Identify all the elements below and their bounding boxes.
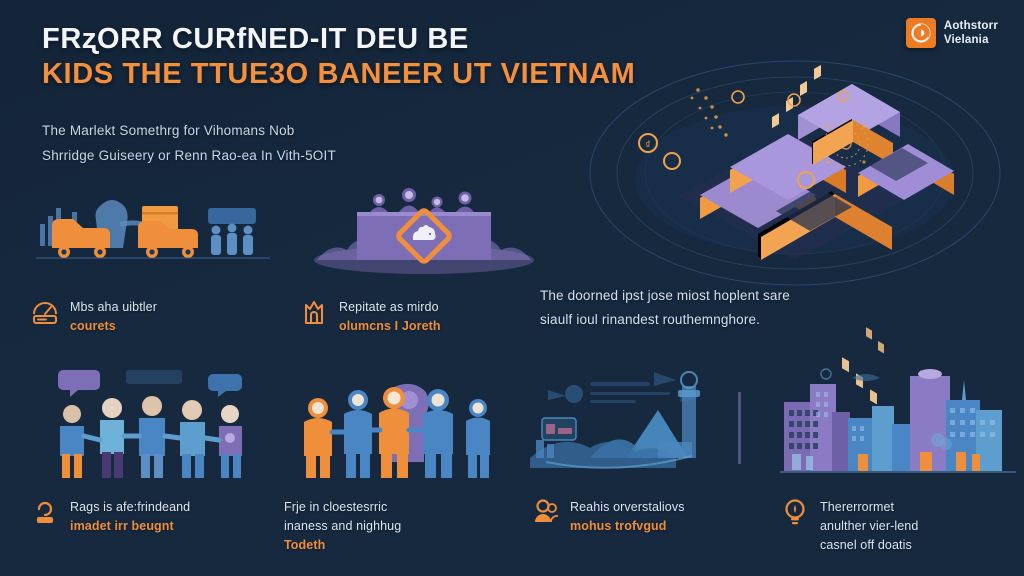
card-row-top: Mbs aha uibtler courets bbox=[30, 186, 550, 336]
caption-line3: casnel off doatis bbox=[820, 537, 912, 552]
page-title-line1: FRʐORR CURfNED-IT DEU BE bbox=[42, 23, 469, 55]
caption-text: Frje in cloestesrric inaness and nighhug… bbox=[284, 498, 401, 554]
caption-podium: Repitate as mirdo olumcns I Joreth bbox=[299, 298, 550, 336]
card-podium: Repitate as mirdo olumcns I Joreth bbox=[299, 186, 550, 336]
caption-text: Reahis orverstaliovs mohus trofvgud bbox=[570, 498, 685, 536]
card-row-bottom: Rags is afe:frindeand imadet irr beugnt bbox=[30, 366, 1016, 554]
people-holding-hands-scene bbox=[30, 366, 266, 484]
caption-line1: Rags is afe:frindeand bbox=[70, 500, 191, 514]
caption-line1: Frje in cloestesrric bbox=[284, 500, 388, 514]
temple-building-icon bbox=[299, 296, 329, 326]
caption-city: Thererrormet anulther vier-lend casnel o… bbox=[780, 498, 1016, 554]
caption-community: Rags is afe:frindeand imadet irr beugnt bbox=[30, 498, 266, 536]
subtitle-block: The Marlekt Somethrg for Vihomans Nob Sh… bbox=[42, 119, 682, 169]
caption-text: Thererrormet anulther vier-lend casnel o… bbox=[820, 498, 918, 554]
card-togetherness: Frje in cloestesrric inaness and nighhug… bbox=[280, 366, 516, 554]
caption-line1: Thererrormet bbox=[820, 500, 895, 514]
card-city: Thererrormet anulther vier-lend casnel o… bbox=[780, 366, 1016, 554]
page-title-line2: KIDS THE TTUE3O BANEER UT VIETNAM bbox=[42, 58, 636, 91]
subtitle-line2: Shrridge Guiseery or Renn Rao-ea In Vith… bbox=[42, 147, 336, 163]
header-block: FRʐORR CURfNED-IT DEU BE KIDS THE TTUE3O… bbox=[42, 22, 682, 169]
svg-text:₫: ₫ bbox=[645, 140, 650, 151]
right-body-text: The doorned ipst jose miost hoplent sare… bbox=[540, 284, 940, 331]
caption-line2: mohus trofvgud bbox=[570, 518, 667, 533]
lightbulb-icon bbox=[780, 496, 810, 526]
flat-figures-group-scene bbox=[280, 366, 516, 484]
caption-line2: courets bbox=[70, 318, 116, 333]
caption-line2: anulther vier-lend bbox=[820, 518, 919, 533]
people-group-icon bbox=[530, 496, 560, 526]
swirl-circle-icon bbox=[905, 18, 936, 48]
delivery-vans-scene bbox=[30, 186, 281, 284]
person-icon bbox=[30, 496, 60, 526]
brand-name-line2: Vielania bbox=[943, 34, 989, 46]
caption-line1: Repitate as mirdo bbox=[339, 300, 439, 314]
caption-text: Mbs aha uibtler courets bbox=[70, 298, 157, 336]
city-skyline-scene bbox=[780, 366, 1016, 484]
caption-delivery: Mbs aha uibtler courets bbox=[30, 298, 281, 336]
right-body-line1: The doorned ipst jose miost hoplent sare bbox=[540, 288, 790, 303]
caption-line2: inaness and nighhug bbox=[284, 518, 402, 533]
hero-illustration: ₫ bbox=[580, 48, 1010, 405]
caption-text: Rags is afe:frindeand imadet irr beugnt bbox=[70, 498, 190, 536]
caption-line2: olumcns I Joreth bbox=[339, 318, 441, 333]
caption-line2: imadet irr beugnt bbox=[70, 518, 174, 533]
caption-togetherness: Frje in cloestesrric inaness and nighhug… bbox=[280, 498, 516, 554]
right-body-line2: siaulf ioul rinandest routhemnghore. bbox=[540, 311, 761, 327]
caption-text: Repitate as mirdo olumcns I Joreth bbox=[339, 298, 441, 336]
card-community: Rags is afe:frindeand imadet irr beugnt bbox=[30, 366, 266, 554]
subtitle-line1: The Marlekt Somethrg for Vihomans Nob bbox=[42, 122, 295, 138]
brand-logo-text: Aothstorr Vielania bbox=[944, 19, 998, 47]
caption-landscape: Reahis orverstaliovs mohus trofvgud bbox=[530, 498, 766, 536]
gauge-icon bbox=[30, 296, 60, 326]
landscape-tower-scene bbox=[530, 366, 766, 484]
card-landscape: Reahis orverstaliovs mohus trofvgud bbox=[530, 366, 766, 554]
caption-line1: Reahis orverstaliovs bbox=[570, 500, 685, 514]
caption-line1: Mbs aha uibtler bbox=[70, 300, 157, 314]
purple-podium-scene bbox=[299, 186, 550, 284]
brand-logo: Aothstorr Vielania bbox=[905, 18, 998, 48]
brand-name-line1: Aothstorr bbox=[943, 19, 998, 32]
card-delivery: Mbs aha uibtler courets bbox=[30, 186, 281, 336]
caption-line3: Todeth bbox=[284, 537, 326, 552]
